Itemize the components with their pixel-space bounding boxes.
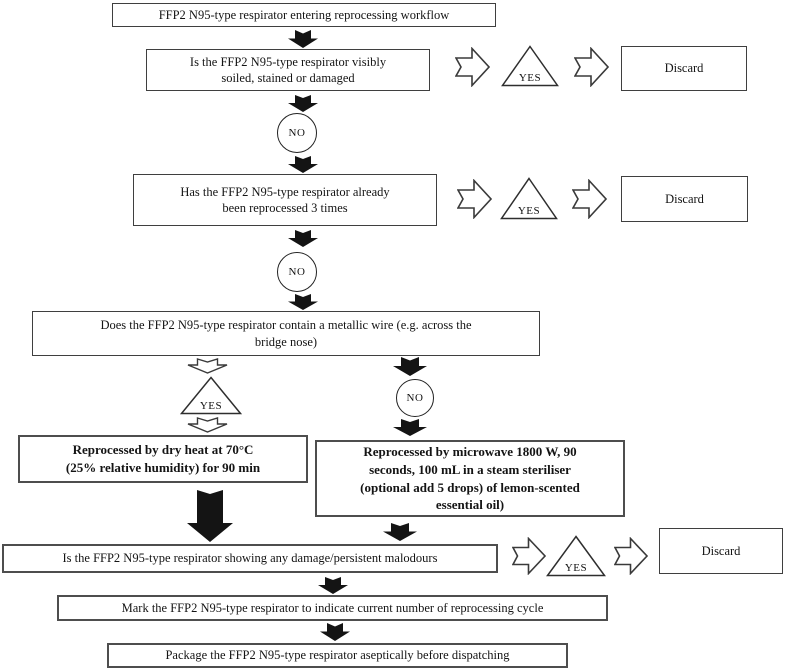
yes-triangle: YES (546, 535, 606, 577)
no-circle: NO (396, 379, 434, 417)
arrow-down-icon (393, 419, 427, 436)
arrow-right-icon (614, 537, 648, 575)
step-package-box: Package the FFP2 N95-type respirator ase… (107, 643, 568, 668)
arrow-down-icon (383, 523, 417, 541)
arrow-down-icon (288, 30, 318, 48)
no-label: NO (288, 127, 306, 139)
discard-box: Discard (659, 528, 783, 574)
no-circle: NO (277, 252, 317, 292)
check-damage-label: Is the FFP2 N95-type respirator showing … (62, 551, 438, 566)
discard-label: Discard (664, 61, 704, 76)
check-soiled-line2: soiled, stained or damaged (221, 71, 355, 85)
arrow-down-icon (288, 156, 318, 173)
arrow-right-icon (574, 47, 609, 87)
arrow-right-icon (455, 47, 490, 87)
check-wire-line2: bridge nose) (254, 334, 318, 349)
yes-label: YES (517, 205, 541, 217)
discard-label: Discard (701, 543, 741, 558)
dry-heat-line2: (25% relative humidity) for 90 min (65, 460, 261, 475)
discard-label: Discard (665, 191, 704, 206)
arrow-down-icon (320, 623, 350, 641)
yes-label: YES (518, 72, 542, 84)
yes-triangle: YES (180, 376, 242, 415)
arrow-down-icon (288, 230, 318, 247)
arrow-right-icon (457, 179, 492, 219)
triangle-icon (501, 45, 559, 87)
microwave-line1: Reprocessed by microwave 1800 W, 90 (363, 444, 577, 460)
yes-triangle: YES (500, 177, 558, 220)
yes-triangle: YES (501, 45, 559, 87)
step-check-soiled-box: Is the FFP2 N95-type respirator visibly … (146, 49, 430, 91)
no-circle: NO (277, 113, 317, 153)
arrow-down-icon (318, 577, 348, 594)
no-label: NO (406, 392, 424, 404)
arrow-down-icon (187, 358, 228, 374)
step-check-wire-box: Does the FFP2 N95-type respirator contai… (32, 311, 540, 356)
arrow-right-icon (572, 179, 607, 219)
arrow-down-icon (288, 95, 318, 112)
arrow-right-icon (512, 537, 546, 575)
triangle-icon (546, 535, 606, 577)
check-cycles-line1: Has the FFP2 N95-type respirator already (180, 184, 390, 199)
discard-box: Discard (621, 176, 748, 222)
arrow-down-icon (393, 357, 427, 376)
triangle-icon (500, 177, 558, 220)
microwave-line2: seconds, 100 mL in a steam steriliser (369, 461, 571, 477)
check-soiled-line1: Is the FFP2 N95-type respirator visibly (189, 54, 387, 69)
step-check-damage-box: Is the FFP2 N95-type respirator showing … (2, 544, 498, 573)
step-check-cycles-box: Has the FFP2 N95-type respirator already… (133, 174, 437, 226)
mark-label: Mark the FFP2 N95-type respirator to ind… (121, 600, 544, 615)
yes-label: YES (564, 562, 588, 574)
step-microwave-box: Reprocessed by microwave 1800 W, 90 seco… (315, 440, 625, 517)
dry-heat-line1: Reprocessed by dry heat at 70°C (72, 442, 254, 458)
discard-box: Discard (621, 46, 747, 91)
step-start-label: FFP2 N95-type respirator entering reproc… (158, 7, 450, 22)
step-mark-box: Mark the FFP2 N95-type respirator to ind… (57, 595, 608, 621)
microwave-line3: (optional add 5 drops) of lemon-scented (360, 479, 580, 495)
yes-label: YES (199, 400, 223, 412)
arrow-down-icon (288, 294, 318, 310)
arrow-down-icon (187, 490, 233, 542)
microwave-line4: essential oil) (435, 497, 505, 513)
check-wire-line1: Does the FFP2 N95-type respirator contai… (100, 318, 472, 332)
triangle-icon (180, 376, 242, 415)
step-dry-heat-box: Reprocessed by dry heat at 70°C (25% rel… (18, 435, 308, 483)
check-cycles-line2: been reprocessed 3 times (222, 201, 348, 215)
arrow-down-icon (187, 417, 228, 433)
no-label: NO (288, 266, 306, 278)
package-label: Package the FFP2 N95-type respirator ase… (165, 648, 510, 663)
step-start-box: FFP2 N95-type respirator entering reproc… (112, 3, 496, 27)
